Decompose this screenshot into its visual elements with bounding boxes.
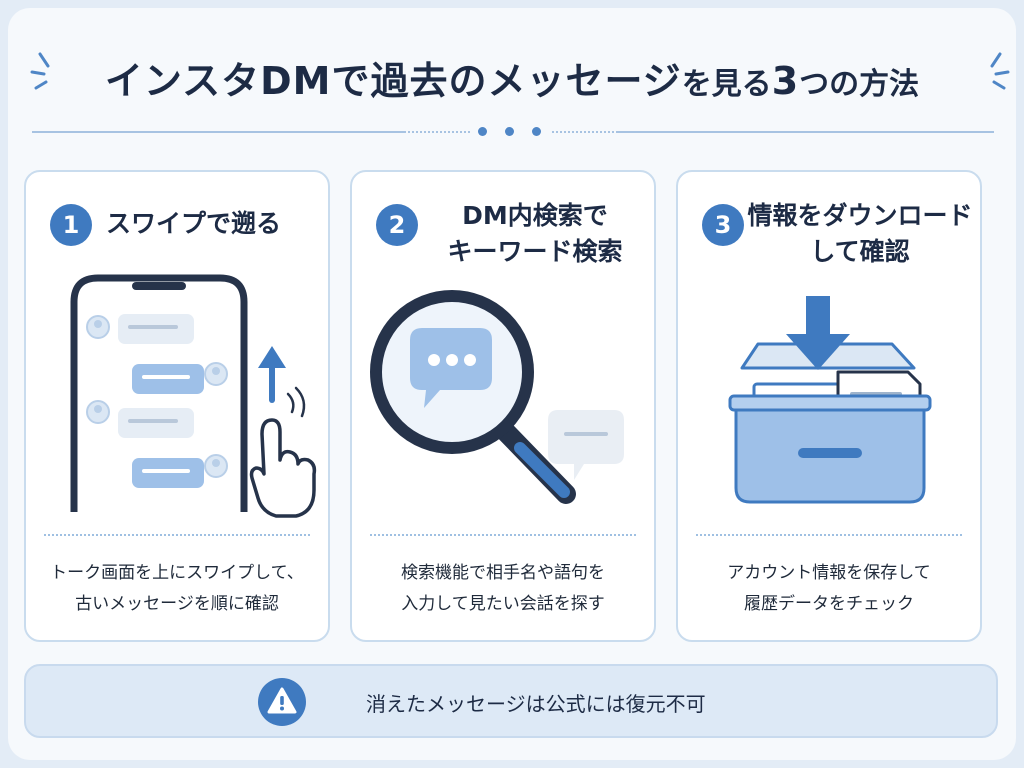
description-line: 検索機能で相手名や語句を <box>401 563 605 583</box>
page-title: インスタDMで過去のメッセージを見る3つの方法 <box>0 50 1024 105</box>
title-divider-left <box>32 131 404 133</box>
title-divider-dash-left <box>404 131 470 133</box>
method-title-line: して確認 <box>810 237 910 266</box>
left-spark-decoration <box>30 52 50 90</box>
magnifier-search-illustration <box>370 290 624 504</box>
divider-dot <box>505 127 514 136</box>
description-line: トーク画面を上にスワイプして、 <box>50 563 304 583</box>
download-box-illustration <box>728 296 932 504</box>
divider-dot <box>478 127 487 136</box>
right-spark-decoration <box>990 52 1010 90</box>
method-title-line: 情報をダウンロード <box>747 201 973 230</box>
step-number-badge: 2 <box>376 204 418 246</box>
method-card-search: 2 DM内検索で キーワード検索 検索機能で相手名や語句を 入力して見たい会話を… <box>350 170 656 642</box>
method-card-download: 3 情報をダウンロード して確認 アカウント情報を保存して 履歴データをチェック <box>676 170 982 642</box>
title-number: 3 <box>771 59 800 103</box>
method-description: 検索機能で相手名や語句を 入力して見たい会話を探す <box>352 558 654 620</box>
method-title-line: DM内検索で <box>462 201 608 230</box>
title-main: インスタDMで過去のメッセージ <box>104 59 682 103</box>
method-card-swipe: 1 スワイプで遡る トーク画面を上にスワイプして、 古いメッ <box>24 170 330 642</box>
title-end: つの方法 <box>799 67 920 102</box>
step-number-badge: 1 <box>50 204 92 246</box>
method-title: DM内検索で キーワード検索 <box>422 198 648 270</box>
method-title: 情報をダウンロード して確認 <box>746 198 974 270</box>
card-separator <box>696 534 962 536</box>
description-line: 履歴データをチェック <box>744 594 914 614</box>
warning-text: 消えたメッセージは公式には復元不可 <box>366 692 706 716</box>
description-line: 古いメッセージを順に確認 <box>75 594 279 614</box>
method-title: スワイプで遡る <box>106 206 281 242</box>
title-divider-dash-right <box>552 131 618 133</box>
step-number-badge: 3 <box>702 204 744 246</box>
title-mid: を見る <box>681 67 772 102</box>
method-description: アカウント情報を保存して 履歴データをチェック <box>678 558 980 620</box>
card-separator <box>370 534 636 536</box>
divider-dot <box>532 127 541 136</box>
card-separator <box>44 534 310 536</box>
method-description: トーク画面を上にスワイプして、 古いメッセージを順に確認 <box>26 558 328 620</box>
method-title-line: スワイプで遡る <box>106 209 282 238</box>
method-title-line: キーワード検索 <box>447 237 623 266</box>
warning-icon <box>258 678 306 726</box>
description-line: アカウント情報を保存して <box>727 563 931 583</box>
title-divider-right <box>618 131 994 133</box>
warning-banner: 消えたメッセージは公式には復元不可 <box>24 664 998 738</box>
phone-swipe-illustration <box>70 274 317 518</box>
description-line: 入力して見たい会話を探す <box>401 594 605 614</box>
